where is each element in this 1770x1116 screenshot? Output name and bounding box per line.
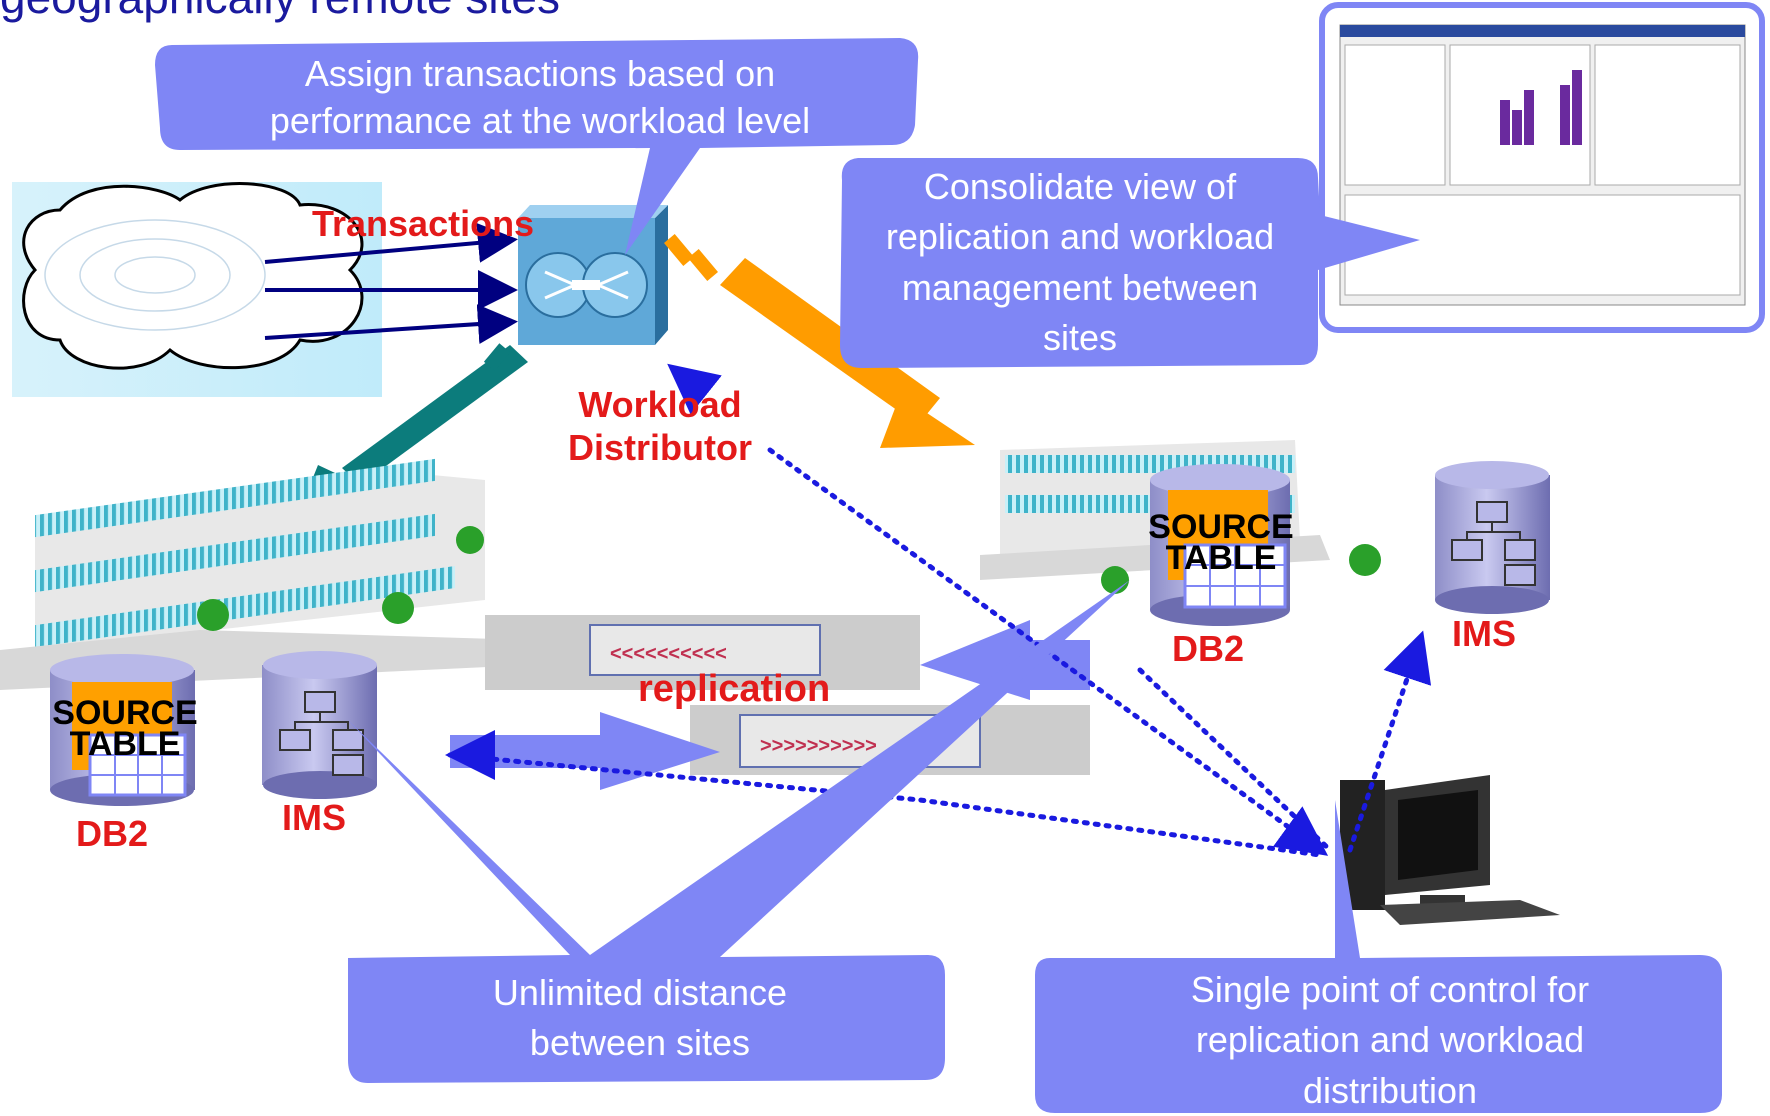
left-ims-database-icon [262, 651, 377, 799]
control-link-ims-right [1347, 630, 1432, 853]
source-table-left-label: SOURCE TABLE [52, 694, 198, 763]
callout-single-point: Single point of control for replication … [1190, 968, 1590, 1111]
svg-text:>>>>>>>>>>: >>>>>>>>>> [760, 735, 877, 757]
transaction-arrow-3 [264, 304, 518, 345]
ims-left-label: IMS [282, 797, 347, 838]
callout-assign: Assign transactions based on performance… [269, 53, 811, 141]
left-db2-database-icon [50, 654, 195, 806]
replication-arrow-right [450, 712, 720, 790]
control-link-db2-left [447, 752, 1323, 858]
replication-channel: <<<<<<<<<< >>>>>>>>>> [450, 615, 1090, 790]
callout-unlimited: Unlimited distance between sites [492, 971, 788, 1063]
right-site-arrow [663, 234, 975, 448]
db2-left-label: DB2 [76, 813, 149, 854]
replication-label: replication [638, 668, 831, 710]
management-console-screenshot [1319, 2, 1765, 333]
control-link-right-db2 [1137, 667, 1333, 853]
svg-text:<<<<<<<<<<: <<<<<<<<<< [610, 643, 727, 665]
computer-workstation-icon [1340, 775, 1560, 925]
workload-distributor-icon [518, 205, 668, 345]
transactions-label: Transactions [312, 203, 535, 244]
workload-distributor-label: Workload Distributor [568, 384, 752, 469]
callout-consolidate: Consolidate view of replication and work… [885, 165, 1275, 358]
callout-single-point-shape [1035, 800, 1722, 1113]
callout-consolidate-shape [840, 158, 1420, 368]
callout-unlimited-shape [348, 580, 1130, 1083]
page-title: geographically remote sites [0, 0, 560, 24]
callout-assign-shape [155, 38, 919, 255]
db2-right-label: DB2 [1172, 628, 1245, 669]
ims-right-label: IMS [1452, 613, 1517, 654]
right-db2-database-icon [1150, 464, 1290, 626]
control-link-distributor-up [667, 363, 722, 415]
network-cloud-icon [22, 182, 364, 370]
right-ims-database-icon [1435, 461, 1550, 614]
source-table-right-label: SOURCE TABLE [1148, 508, 1294, 577]
transaction-arrow-1 [264, 222, 518, 264]
left-data-center-building [0, 458, 530, 690]
